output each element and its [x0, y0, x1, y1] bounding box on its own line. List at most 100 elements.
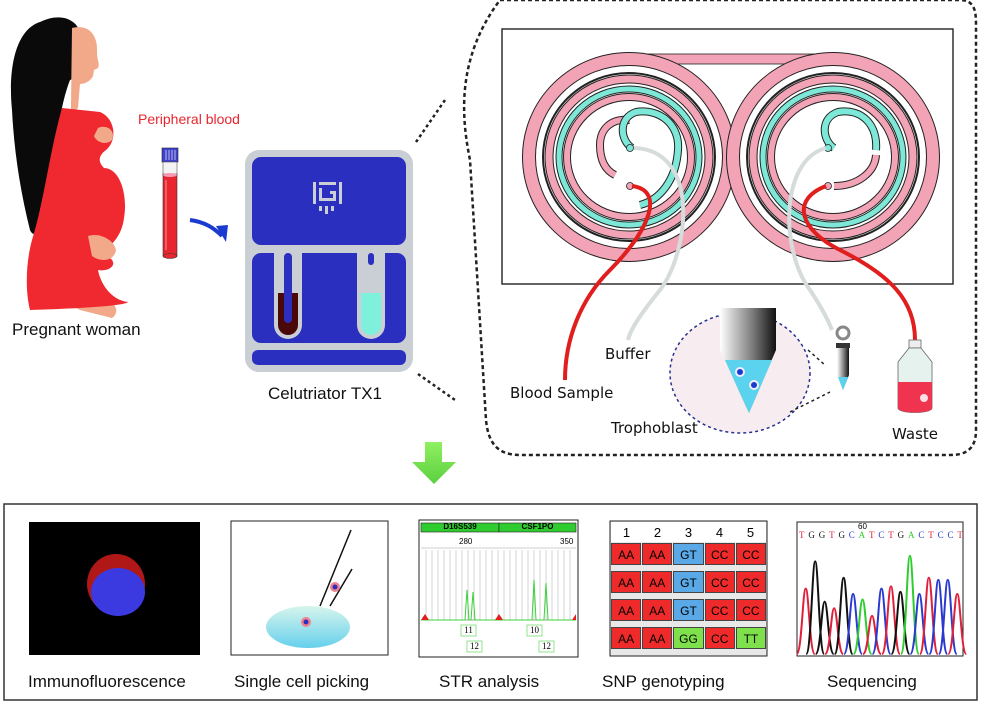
snp-column-header: 4	[715, 524, 724, 540]
seq-base: C	[848, 530, 855, 540]
snp-cell: AA	[642, 571, 673, 593]
celutriator-label: Celutriator TX1	[268, 384, 383, 403]
analysis-label: Sequencing	[827, 672, 917, 691]
seq-peak	[947, 593, 968, 655]
blue-arrowhead	[216, 225, 228, 242]
str-allele: 12	[542, 641, 551, 651]
snp-column-header: 5	[746, 524, 755, 540]
analysis-label: Single cell picking	[234, 672, 370, 691]
seq-base: G	[808, 530, 815, 540]
snp-column-header: 2	[653, 524, 662, 540]
snp-cell: AA	[611, 543, 642, 565]
chip-detail-frame	[462, 0, 978, 457]
hair	[10, 17, 82, 235]
seq-base: G	[897, 530, 905, 540]
analysis-label: STR analysis	[439, 672, 540, 691]
buffer-label: Buffer	[605, 345, 651, 363]
buffer-tube-right	[787, 146, 834, 331]
blood-tube-icon	[161, 147, 179, 259]
seq-base: C	[878, 530, 885, 540]
str-marker-2: CSF1PO	[521, 522, 554, 531]
seq-peak	[918, 576, 939, 655]
snp-cell: GT	[673, 599, 704, 621]
snp-column-header: 1	[622, 524, 631, 540]
snp-cell: AA	[611, 599, 642, 621]
str-marker-1: D16S539	[443, 522, 477, 531]
analysis-label: SNP genotyping	[602, 672, 725, 691]
seq-base: C	[937, 530, 944, 540]
snp-cell: GT	[673, 571, 704, 593]
snp-cell: CC	[735, 571, 767, 593]
pregnant-woman-label: Pregnant woman	[12, 320, 141, 339]
waste-bottle-icon	[897, 339, 933, 413]
str-allele: 10	[530, 625, 539, 635]
seq-peak	[928, 578, 949, 655]
snp-cell: CC	[704, 599, 735, 621]
waste-label: Waste	[892, 425, 938, 443]
seq-position-label: 60	[858, 522, 867, 531]
seq-peak	[862, 614, 883, 655]
str-tick-280: 280	[459, 537, 473, 546]
sequencing-chromatogram	[795, 521, 968, 657]
analysis-label: Immunofluorescence	[28, 672, 186, 691]
immunofluorescence-image	[29, 522, 200, 655]
seq-peak	[871, 587, 892, 655]
snp-cell: CC	[704, 627, 735, 649]
seq-base: T	[957, 530, 963, 540]
snp-cell: AA	[642, 599, 673, 621]
zoom-line-bottom	[417, 372, 456, 402]
snp-cell: CC	[735, 543, 767, 565]
snp-column-header: 3	[684, 524, 693, 540]
snp-cell: CC	[704, 571, 735, 593]
str-allele: 12	[470, 641, 479, 651]
right-spiral-channel	[726, 52, 940, 262]
seq-base: C	[947, 530, 954, 540]
seq-peak	[890, 590, 911, 655]
seq-peak	[880, 585, 901, 655]
buffer-tube-left	[626, 146, 686, 341]
trophoblast-label: Trophoblast	[611, 419, 698, 437]
str-allele: 11	[464, 625, 473, 635]
pregnant-woman-illustration	[10, 17, 129, 318]
celutriator-device	[245, 150, 413, 372]
snp-cell: AA	[642, 543, 673, 565]
seq-base: C	[918, 530, 925, 540]
snp-cell: GT	[673, 543, 704, 565]
seq-base: T	[869, 530, 875, 540]
snp-cell: AA	[642, 627, 673, 649]
seq-base: T	[928, 530, 934, 540]
snp-cell: AA	[611, 627, 642, 649]
seq-base: T	[799, 530, 805, 540]
seq-peak	[909, 593, 930, 655]
zoom-line-top	[414, 99, 447, 143]
str-electropherogram	[418, 519, 579, 658]
snp-cell: CC	[704, 543, 735, 565]
seq-peak	[937, 578, 958, 655]
seq-base: G	[838, 530, 845, 540]
seq-peak	[824, 607, 845, 655]
single-cell-picking-image	[230, 520, 389, 656]
seq-peak	[843, 593, 864, 655]
seq-peak	[795, 587, 816, 655]
seq-base: A	[907, 530, 915, 540]
snp-cell: AA	[611, 571, 642, 593]
green-down-arrow-icon	[412, 442, 456, 484]
snp-cell: TT	[735, 627, 767, 649]
blood-sample-tube	[563, 184, 652, 381]
hand-lower	[88, 234, 116, 260]
snp-cell: GG	[673, 627, 704, 649]
blue-arrow-icon	[189, 218, 224, 238]
seq-peak	[814, 600, 835, 655]
trophoblast-zoom-bubble	[669, 308, 831, 434]
waste-tube	[801, 184, 917, 341]
snp-cell: CC	[735, 599, 767, 621]
peripheral-blood-label: Peripheral blood	[138, 111, 240, 127]
seq-base: A	[858, 530, 866, 540]
